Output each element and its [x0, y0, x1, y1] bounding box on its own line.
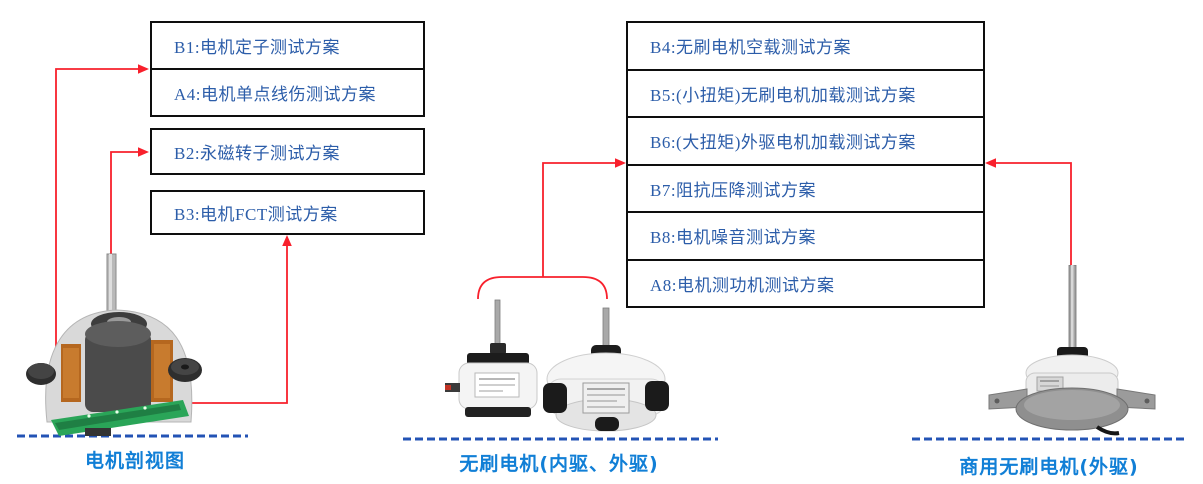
test-plan-item-b4: B4:无刷电机空载测试方案 — [650, 38, 852, 58]
connector-brace-middle — [477, 158, 626, 300]
test-plan-box-b3: B3:电机FCT测试方案 — [150, 190, 425, 235]
test-plan-box-b1-a4: B1:电机定子测试方案 A4:电机单点线伤测试方案 — [150, 21, 425, 117]
commercial-brushless-motor-image — [988, 265, 1156, 436]
test-plan-item-a4: A4:电机单点线伤测试方案 — [152, 68, 423, 115]
test-plan-item-b6: B6:(大扭矩)外驱电机加载测试方案 — [628, 116, 983, 164]
caption-motor-cutaway: 电机剖视图 — [84, 450, 185, 472]
caption-brushless-motors: 无刷电机(内驱、外驱) — [459, 453, 659, 475]
test-plan-item-b2: B2:永磁转子测试方案 — [174, 144, 341, 163]
test-plan-box-brushless: B4:无刷电机空载测试方案 B5:(小扭矩)无刷电机加载测试方案 B6:(大扭矩… — [626, 21, 985, 308]
test-plan-item-b7: B7:阻抗压降测试方案 — [628, 163, 983, 212]
caption-commercial-motor: 商用无刷电机(外驱) — [959, 456, 1139, 478]
test-plan-item-b5: B5:(小扭矩)无刷电机加载测试方案 — [628, 68, 983, 117]
motor-cutaway-image — [26, 253, 202, 436]
brushless-motors-image — [445, 299, 669, 432]
test-plan-item-a8: A8:电机测功机测试方案 — [628, 258, 983, 307]
test-plan-item-b3: B3:电机FCT测试方案 — [174, 205, 338, 224]
test-plan-item-b8: B8:电机噪音测试方案 — [628, 211, 983, 259]
test-plan-box-b2: B2:永磁转子测试方案 — [150, 128, 425, 175]
test-plan-item-b1: B1:电机定子测试方案 — [174, 38, 341, 57]
